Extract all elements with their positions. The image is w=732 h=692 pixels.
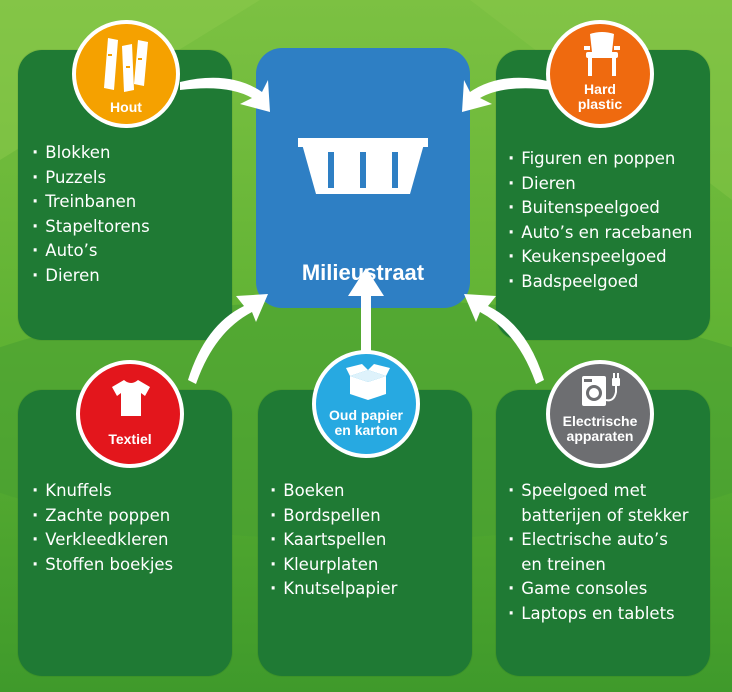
list-item: Knutselpapier: [270, 577, 397, 602]
label-hard-plastic-line-2: plastic: [577, 96, 623, 112]
list-item: Dieren: [32, 264, 150, 289]
label-electrische: Electrische apparaten: [550, 414, 650, 444]
label-textiel: Textiel: [108, 431, 152, 447]
list-item: Verkleedkleren: [32, 528, 173, 553]
circle-hout: Hout: [72, 20, 180, 128]
circle-textiel: Textiel: [76, 360, 184, 468]
list-item: Laptops en tablets: [508, 602, 689, 627]
list-item: Figuren en poppen: [508, 147, 692, 172]
list-item: Puzzels: [32, 166, 150, 191]
list-textiel: Knuffels Zachte poppen Verkleedkleren St…: [32, 479, 173, 577]
list-hout: Blokken Puzzels Treinbanen Stapeltorens …: [32, 141, 150, 289]
list-item: Zachte poppen: [32, 504, 173, 529]
circle-hard-plastic: Hard plastic: [546, 20, 654, 128]
list-hard-plastic: Figuren en poppen Dieren Buitenspeelgoed…: [508, 147, 692, 294]
list-oud-papier: Boeken Bordspellen Kaartspellen Kleurpla…: [270, 479, 397, 602]
label-hard-plastic-line-1: Hard: [584, 81, 616, 97]
list-item: Kleurplaten: [270, 553, 397, 578]
list-item: Badspeelgoed: [508, 270, 692, 295]
list-electrische: Speelgoed met batterijen of stekker Elec…: [508, 479, 689, 627]
list-item: Keukenspeelgoed: [508, 245, 692, 270]
plastic-chair-icon: [584, 32, 620, 76]
container-icon: [298, 138, 428, 194]
label-oud-papier: Oud papier en karton: [316, 408, 416, 438]
list-item: Auto’s en racebanen: [508, 221, 692, 246]
arrow-from-textiel: [188, 294, 268, 384]
circle-oud-papier: Oud papier en karton: [312, 350, 420, 458]
list-item: en treinen: [508, 553, 689, 578]
arrow-from-electrische: [464, 294, 544, 384]
list-item: Bordspellen: [270, 504, 397, 529]
list-item: Knuffels: [32, 479, 173, 504]
list-item: Blokken: [32, 141, 150, 166]
circle-electrische: Electrische apparaten: [546, 360, 654, 468]
arrow-from-hard-plastic: [462, 77, 552, 112]
list-item: Game consoles: [508, 577, 689, 602]
label-electrische-line-2: apparaten: [566, 428, 634, 444]
list-item: Dieren: [508, 172, 692, 197]
list-item: batterijen of stekker: [508, 504, 688, 529]
washing-machine-plug-icon: [582, 373, 620, 406]
label-oud-papier-line-2: en karton: [334, 422, 398, 438]
list-item: Electrische auto’s: [508, 528, 689, 553]
list-item: Treinbanen: [32, 190, 150, 215]
list-item: Buitenspeelgoed: [508, 196, 692, 221]
cardboard-box-icon: [346, 364, 390, 400]
center-box: Milieustraat: [256, 48, 470, 308]
label-hard-plastic: Hard plastic: [550, 82, 650, 112]
list-item: Boeken: [270, 479, 397, 504]
arrow-from-hout: [180, 77, 270, 112]
tshirt-icon: [112, 380, 150, 416]
label-oud-papier-line-1: Oud papier: [329, 407, 403, 423]
arrow-from-oud-papier: [348, 268, 384, 354]
list-item: Auto’s: [32, 239, 150, 264]
list-item: Stapeltorens: [32, 215, 149, 240]
wood-planks-icon: [104, 38, 148, 92]
list-item: Kaartspellen: [270, 528, 397, 553]
label-hout: Hout: [110, 99, 142, 115]
list-item: Stoffen boekjes: [32, 553, 173, 578]
label-electrische-line-1: Electrische: [562, 413, 638, 429]
list-item: Speelgoed met: [508, 479, 689, 504]
